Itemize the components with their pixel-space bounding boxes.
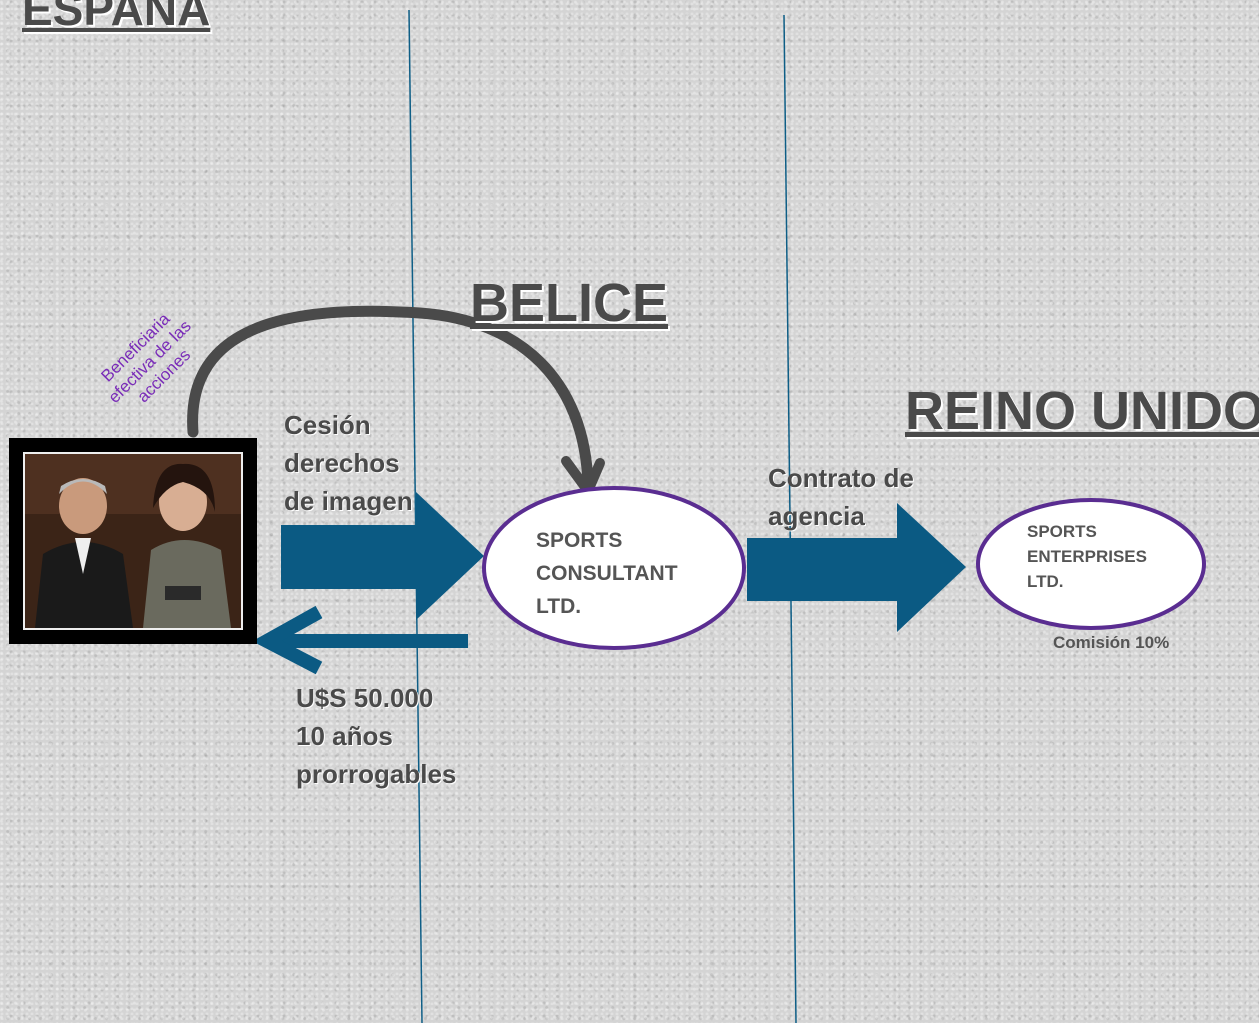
payment-return-arrow-head <box>252 605 323 675</box>
sports-consultant-ellipse <box>482 486 746 650</box>
sports-enterprises-name: SPORTS ENTERPRISES LTD. <box>1027 519 1147 594</box>
contrato-label-line: Contrato de <box>768 463 914 493</box>
curved-ownership-arrow <box>187 305 594 491</box>
cesion-label-line: Cesión <box>284 410 371 440</box>
cesion-label-line: de imagen <box>284 486 413 516</box>
region-title-espana: ESPAÑA <box>22 0 211 35</box>
entity-name-line: LTD. <box>536 595 582 618</box>
entity-name-line: ENTERPRISES <box>1027 547 1147 566</box>
contrato-label-line: agencia <box>768 501 865 531</box>
divider-line-espana-belice <box>408 9 423 1023</box>
entity-name-line: CONSULTANT <box>536 562 678 585</box>
contrato-arrow <box>747 503 966 632</box>
photo-frame <box>9 438 257 644</box>
payment-label-line: 10 años <box>296 721 393 751</box>
region-title-belice: BELICE <box>470 273 669 333</box>
cesion-arrow <box>281 492 484 620</box>
sports-enterprises-ellipse <box>976 498 1206 630</box>
cesion-label-line: derechos <box>284 448 400 478</box>
couple-photo <box>23 452 243 630</box>
region-title-reino-unido: REINO UNIDO <box>905 381 1259 441</box>
cesion-label: Cesión derechos de imagen <box>284 406 413 520</box>
commission-label: Comisión 10% <box>1053 633 1170 652</box>
couple-photo-art <box>25 454 241 628</box>
entity-name-line: LTD. <box>1027 572 1064 591</box>
contrato-label: Contrato de agencia <box>768 459 914 535</box>
payment-label-line: prorrogables <box>296 759 457 789</box>
payment-label-line: U$S 50.000 <box>296 683 434 713</box>
payment-label: U$S 50.000 10 años prorrogables <box>296 679 456 793</box>
entity-name-line: SPORTS <box>536 529 623 552</box>
entity-name-line: SPORTS <box>1027 522 1097 541</box>
divider-line-belice-reino-unido <box>783 14 797 1023</box>
sports-consultant-name: SPORTS CONSULTANT LTD. <box>536 524 678 623</box>
